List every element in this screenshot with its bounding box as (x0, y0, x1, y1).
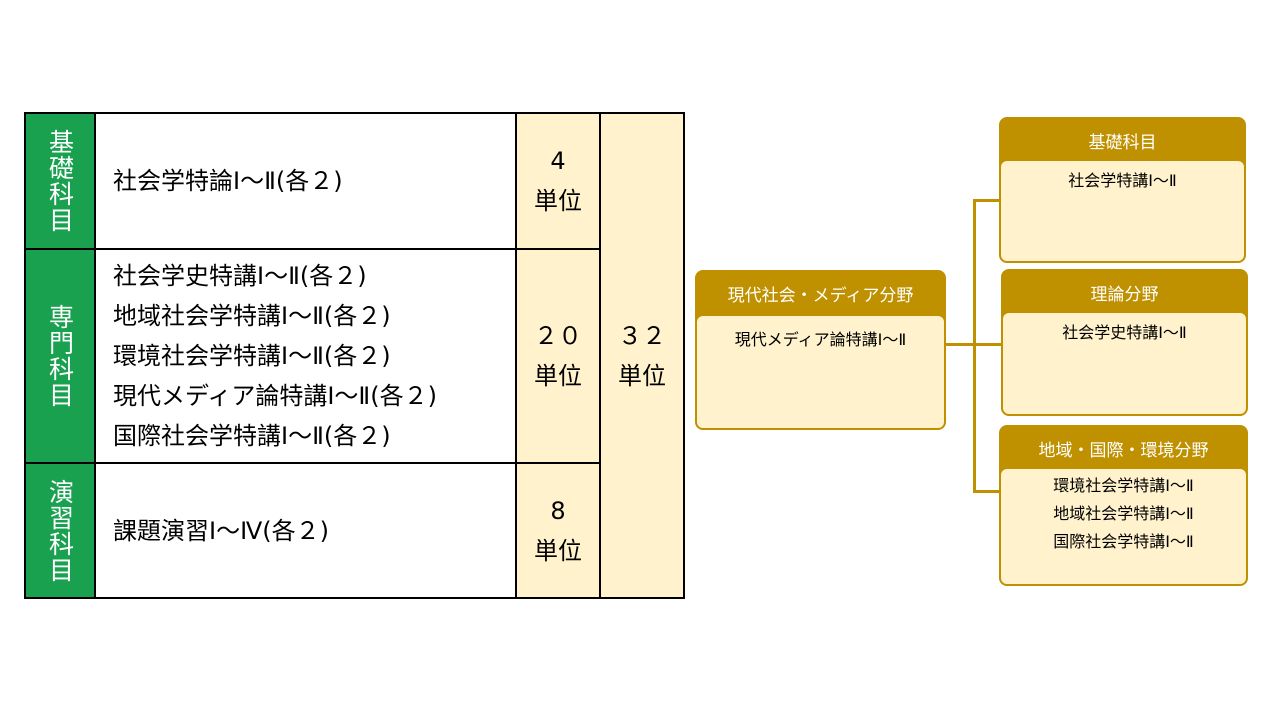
root-node: 現代社会・メディア分野 現代メディア論特講Ⅰ～Ⅱ (695, 270, 946, 430)
subject-cell-basic: 社会学特論Ⅰ～Ⅱ(各２) (94, 112, 515, 248)
node-body: 環境社会学特講Ⅰ～Ⅱ 地域社会学特講Ⅰ～Ⅱ 国際社会学特講Ⅰ～Ⅱ (999, 467, 1248, 586)
branch-node-regional: 地域・国際・環境分野 環境社会学特講Ⅰ～Ⅱ 地域社会学特講Ⅰ～Ⅱ 国際社会学特講… (999, 425, 1248, 586)
subject-cell-seminar: 課題演習Ⅰ～Ⅳ(各２) (94, 462, 515, 599)
category-label: 専門科目 (45, 304, 75, 408)
subject-item: 国際社会学特講Ⅰ～Ⅱ(各２) (113, 422, 391, 450)
branch-node-basic: 基礎科目 社会学特講Ⅰ～Ⅱ (999, 117, 1246, 263)
subject-item: 社会学特論Ⅰ～Ⅱ(各２) (113, 167, 343, 195)
credit-value: ２０ (534, 322, 582, 350)
node-item: 国際社会学特講Ⅰ～Ⅱ (1053, 532, 1194, 551)
node-item: 地域社会学特講Ⅰ～Ⅱ (1053, 504, 1194, 523)
node-item: 環境社会学特講Ⅰ～Ⅱ (1053, 476, 1194, 495)
total-credit-cell: ３２ 単位 (599, 112, 685, 599)
subject-list: 社会学史特講Ⅰ～Ⅱ(各２) 地域社会学特講Ⅰ～Ⅱ(各２) 環境社会学特講Ⅰ～Ⅱ(… (113, 256, 437, 456)
node-item: 社会学史特講Ⅰ～Ⅱ (1062, 323, 1187, 342)
total-credit-unit: 単位 (618, 361, 666, 390)
connector-line (973, 199, 1001, 202)
credit-cell-specialized: ２０ 単位 (515, 248, 599, 462)
node-body: 社会学史特講Ⅰ～Ⅱ (1001, 311, 1248, 416)
subject-cell-specialized: 社会学史特講Ⅰ～Ⅱ(各２) 地域社会学特講Ⅰ～Ⅱ(各２) 環境社会学特講Ⅰ～Ⅱ(… (94, 248, 515, 462)
credit-unit: 単位 (534, 362, 582, 390)
subject-item: 現代メディア論特講Ⅰ～Ⅱ(各２) (113, 382, 437, 410)
node-body: 社会学特講Ⅰ～Ⅱ (999, 159, 1246, 263)
node-item: 現代メディア論特講Ⅰ～Ⅱ (734, 330, 907, 349)
node-body: 現代メディア論特講Ⅰ～Ⅱ (695, 314, 946, 430)
category-cell-seminar: 演習科目 (24, 462, 94, 599)
subject-item: 地域社会学特講Ⅰ～Ⅱ(各２) (113, 302, 391, 330)
connector-trunk (973, 199, 976, 493)
subject-list: 社会学特論Ⅰ～Ⅱ(各２) (113, 161, 343, 201)
connector-line (973, 490, 1001, 493)
credit-unit: 単位 (534, 536, 582, 565)
category-cell-basic: 基礎科目 (24, 112, 94, 248)
credit-value: 4 (550, 147, 566, 175)
subject-item: 課題演習Ⅰ～Ⅳ(各２) (113, 516, 329, 545)
node-item: 社会学特講Ⅰ～Ⅱ (1068, 171, 1177, 190)
category-label: 基礎科目 (45, 129, 75, 233)
node-title: 理論分野 (1090, 285, 1159, 305)
branch-node-theory: 理論分野 社会学史特講Ⅰ～Ⅱ (1001, 269, 1248, 416)
credit-unit: 単位 (534, 187, 582, 215)
subject-item: 環境社会学特講Ⅰ～Ⅱ(各２) (113, 342, 391, 370)
node-title: 現代社会・メディア分野 (727, 286, 914, 306)
credit-cell-basic: 4 単位 (515, 112, 599, 248)
total-credit-value: ３２ (618, 321, 666, 350)
subject-item: 社会学史特講Ⅰ～Ⅱ(各２) (113, 262, 367, 290)
credit-cell-seminar: 8 単位 (515, 462, 599, 599)
node-title: 基礎科目 (1088, 133, 1157, 153)
category-label: 演習科目 (45, 478, 75, 583)
node-title: 地域・国際・環境分野 (1038, 441, 1209, 461)
credit-value: 8 (550, 496, 566, 525)
connector-line (946, 343, 975, 346)
credit-table: 基礎科目 社会学特論Ⅰ～Ⅱ(各２) 4 単位 専門科目 社会学史特講Ⅰ～Ⅱ(各２… (24, 112, 685, 599)
category-cell-specialized: 専門科目 (24, 248, 94, 462)
connector-line (973, 343, 1003, 346)
subject-list: 課題演習Ⅰ～Ⅳ(各２) (113, 511, 329, 551)
